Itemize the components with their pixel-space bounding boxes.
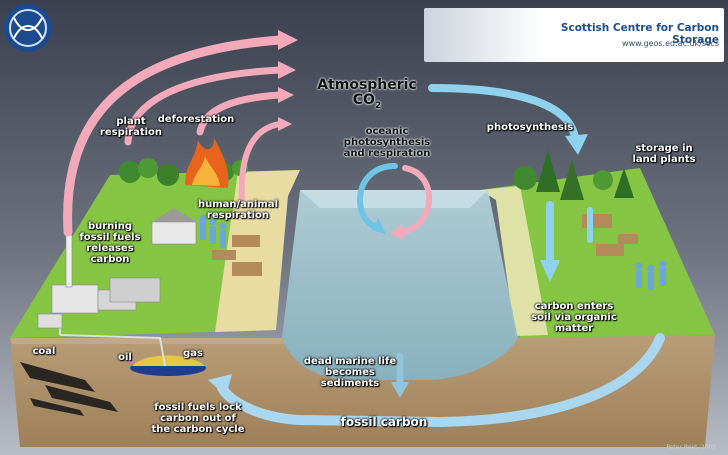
label-gas: gas [178,348,208,359]
left-shore-band [215,170,300,332]
label-marine-line3: sediments [320,378,380,389]
forest-fire [185,138,229,188]
banner-title: Scottish Centre for Carbon Storage [560,22,719,46]
label-photosynthesis: photosynthesis [480,122,580,133]
uptake-arrowheads [540,134,588,282]
farmhouse [151,208,197,245]
oceanic-arrowhead-pink [390,224,404,240]
sccs-logo [4,4,52,52]
label-human-line1: human/animal [197,199,279,210]
industry [37,234,161,329]
coal-seam [45,385,118,412]
banner-url[interactable]: www.geos.ed.ac.uk/sccs [622,39,719,48]
credit: Peter Reid, 2009 [666,444,716,451]
label-fossil-carbon-text: fossil carbon [340,415,428,429]
label-oceanic-line1: oceanic [365,126,409,137]
label-carbon-enters-soil: carbon enters soil via organic matter [522,301,626,334]
label-atmospheric-text: Atmospheric [317,77,417,93]
label-oceanic-line2: photosynthesis [343,137,431,148]
label-storage-line2: land plants [632,154,696,165]
arrow-fossil-carbon [217,333,665,428]
label-oceanic: oceanic photosynthesis and respiration [332,126,442,159]
label-gas-text: gas [183,348,203,359]
coal-seam [30,398,84,416]
label-burning-line1: burning [87,221,133,232]
label-burning-line2: fossil fuels [79,232,141,243]
arrow-deforestation [196,91,284,136]
label-plant-respiration-line2: respiration [99,127,163,138]
label-human-line2: respiration [206,210,270,221]
label-atmospheric-co2: Atmospheric CO2 [312,78,422,114]
trees-left [119,158,248,186]
label-co2-text: CO [352,92,375,108]
label-coal: coal [26,346,62,357]
arrow-fossil-carbon-head [208,374,232,396]
arrow-human-animal-respiration [238,121,283,201]
people-left [199,214,227,248]
uptake-arrows [428,84,593,266]
label-marine-line1: dead marine life [303,356,397,367]
label-oil-text: oil [118,352,132,363]
label-lock-line1: fossil fuels lock [154,402,242,413]
arrow-plant-respiration [124,66,284,146]
coal-seam [20,362,95,392]
soil-edge [10,338,284,344]
right-shore-band [480,186,548,336]
sccs-banner: Scottish Centre for Carbon Storage www.g… [424,8,724,62]
label-soil-line3: matter [554,323,594,334]
label-soil-line1: carbon enters [534,301,614,312]
gas-reservoir [132,355,205,366]
label-plant-respiration-line1: plant [116,116,146,127]
label-oceanic-line3: and respiration [343,148,431,159]
sea-surface [300,190,488,208]
label-plant-respiration: plant respiration [96,116,166,138]
people-right [635,260,667,290]
label-fossil-fuels-lock: fossil fuels lock carbon out of the carb… [146,402,250,435]
arrow-marine-sediment-head [391,382,409,398]
label-burning-line3: releases [86,243,134,254]
label-dead-marine-life: dead marine life becomes sediments [300,356,400,389]
emission-arrowheads [278,30,298,131]
label-marine-line2: becomes [325,367,375,378]
label-burning-fossil-fuels: burning fossil fuels releases carbon [74,221,146,265]
oceanic-arrowhead-blue [372,218,386,234]
sea [282,190,518,380]
label-soil-line2: soil via organic [531,312,617,323]
label-storage-land-plants: storage in land plants [622,143,706,165]
label-coal-text: coal [32,346,56,357]
label-human-animal-respiration: human/animal respiration [190,199,286,221]
label-storage-line1: storage in [635,143,693,154]
label-burning-line4: carbon [90,254,130,265]
label-deforestation: deforestation [150,114,242,125]
label-deforestation-text: deforestation [157,114,235,125]
animals-left [212,235,262,276]
arrow-burning-fossil-fuels [63,35,285,237]
label-lock-line3: the carbon cycle [151,424,245,435]
label-co2-subscript: 2 [374,100,382,111]
label-fossil-carbon: fossil carbon [332,415,436,430]
label-lock-line2: carbon out of [160,413,236,424]
oceanic-cycle [356,163,432,235]
trees-right [513,150,634,200]
emission-arrows [63,35,285,237]
label-oil: oil [110,352,140,363]
label-photosynthesis-text: photosynthesis [486,122,574,133]
arrow-photosynthesis [428,84,579,142]
